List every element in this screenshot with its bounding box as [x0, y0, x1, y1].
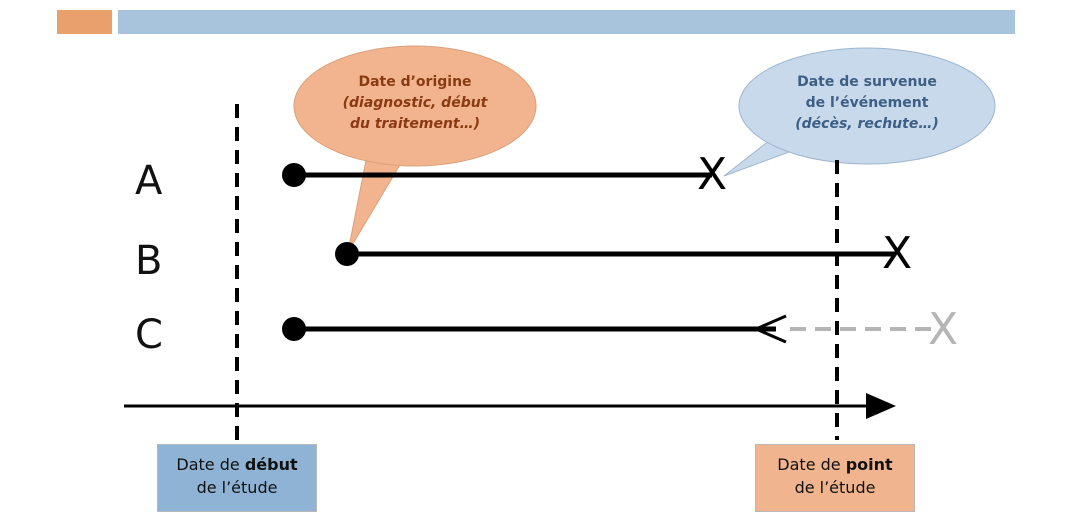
study-end-prefix: Date de	[777, 455, 846, 474]
row-label-b: B	[135, 238, 163, 284]
row-c-censor-mark	[752, 314, 787, 344]
time-axis-arrowhead	[866, 393, 896, 419]
study-start-box: Date de début de l’étude	[157, 444, 317, 512]
origin-bubble-body	[293, 45, 537, 167]
study-start-bold: début	[244, 455, 298, 474]
header-accent-bar	[57, 10, 112, 34]
event-bubble-title-1: Date de survenue	[797, 74, 937, 90]
event-bubble-subtitle: (décès, rechute…)	[795, 116, 939, 132]
row-a-event-marker: X	[697, 149, 728, 200]
origin-bubble-subtitle-1: (diagnostic, début	[342, 95, 488, 111]
study-end-line2: de l’étude	[794, 478, 876, 497]
event-bubble-title-2: de l’événement	[805, 95, 929, 111]
study-start-line2: de l’étude	[196, 478, 278, 497]
origin-bubble-title: Date d’origine	[358, 74, 472, 90]
row-a-origin-dot	[282, 163, 306, 187]
row-label-c: C	[135, 312, 163, 358]
event-bubble	[723, 47, 996, 177]
header-title-bar	[118, 10, 1015, 34]
origin-bubble-text: Date d’origine (diagnostic, début du tra…	[330, 72, 500, 135]
origin-bubble	[293, 45, 537, 253]
event-bubble-text: Date de survenue de l’événement (décès, …	[772, 72, 962, 135]
row-label-a: A	[135, 158, 163, 204]
study-start-line1: Date de début	[158, 453, 316, 476]
row-b-event-marker: X	[882, 228, 913, 279]
origin-bubble-subtitle-2: du traitement…)	[349, 116, 481, 132]
row-c-origin-dot	[282, 317, 306, 341]
row-b-origin-dot	[335, 242, 359, 266]
event-bubble-body	[738, 47, 996, 165]
study-start-prefix: Date de	[176, 455, 245, 474]
study-end-bold: point	[845, 455, 893, 474]
study-end-line1: Date de point	[756, 453, 914, 476]
study-end-box: Date de point de l’étude	[755, 444, 915, 512]
row-c-hypothetical-event-marker: X	[928, 304, 959, 355]
